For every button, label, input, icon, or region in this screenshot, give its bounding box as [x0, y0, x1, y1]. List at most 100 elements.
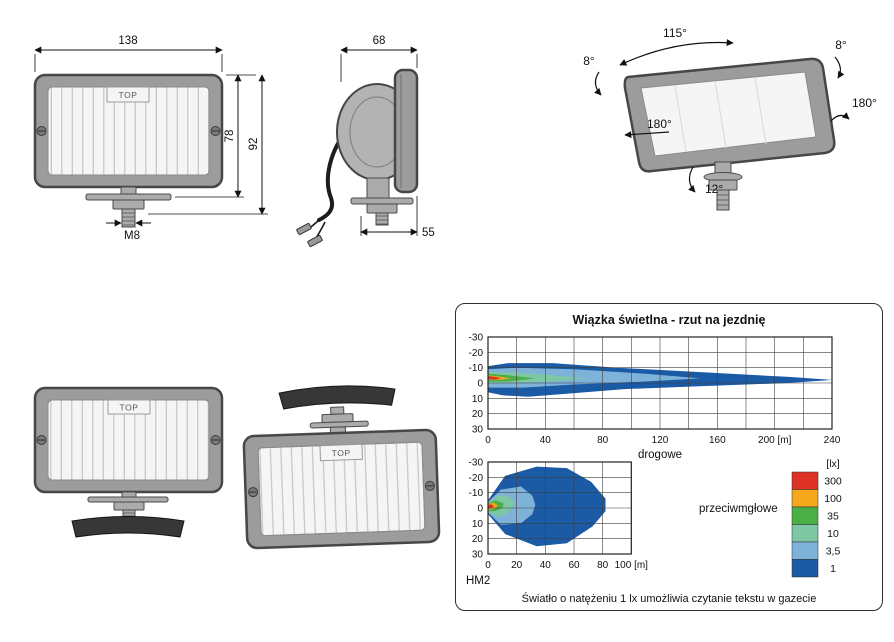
- spade-terminal-2: [307, 234, 323, 248]
- angle-swivel-label: 115°: [663, 26, 687, 40]
- dim-width: 138: [34, 35, 223, 72]
- legend-unit-label: [lx]: [826, 458, 840, 470]
- legend-swatch-100: [791, 489, 819, 508]
- mounting-bolt-3d: [703, 161, 743, 211]
- angle-rotation-right-label: 180°: [852, 96, 877, 110]
- ytick: -20: [469, 348, 484, 359]
- xtick: 20: [511, 560, 523, 571]
- top-tab: [107, 399, 151, 415]
- legend-swatch-35: [791, 506, 819, 525]
- ytick: -20: [469, 473, 484, 484]
- beam-charts: Wiązka świetlna - rzut na jezdnię -30 -2…: [466, 313, 842, 605]
- angle-tilt-down-label: 12°: [705, 182, 723, 196]
- ytick: 20: [472, 409, 484, 420]
- legend-value: 10: [827, 528, 839, 540]
- top-tab: [106, 86, 150, 103]
- tilt-left-arrow: [594, 71, 602, 96]
- ytick: 10: [472, 519, 484, 530]
- legend-value: 35: [827, 511, 839, 523]
- legend-swatch-3.5: [791, 541, 819, 560]
- ytick: -10: [469, 488, 484, 499]
- dim-thread: M8: [106, 219, 151, 242]
- beam-driving-300lx: [488, 376, 501, 380]
- angle-tilt-right-label: 8°: [835, 38, 847, 52]
- xtick: 60: [568, 560, 580, 571]
- driving-beam-chart: -30 -20 -10 0 10 20 30 0 40 80 120 160 2…: [469, 333, 841, 462]
- ytick: -30: [469, 333, 484, 344]
- fog-beam-chart: -30 -20 -10 0 10 20 30 0 20 40 60 80 100…: [469, 458, 778, 572]
- top-tab: [319, 443, 363, 462]
- ytick: 10: [472, 394, 484, 405]
- legend-value: 300: [824, 476, 842, 488]
- dim-height-total-label: 92: [248, 138, 260, 151]
- ytick: -10: [469, 363, 484, 374]
- legend-value: 3,5: [826, 546, 841, 558]
- side-view-drawing: 68 55: [296, 35, 435, 248]
- power-cable: [296, 128, 349, 248]
- legend-value: 100: [824, 493, 842, 505]
- ytick: 0: [477, 379, 483, 390]
- legend-swatch-300: [791, 471, 819, 490]
- mounting-base-plate: [71, 516, 185, 538]
- xtick: 100 [m]: [615, 560, 649, 571]
- lamp-upright: TOP: [33, 386, 224, 538]
- legend-value: 1: [830, 563, 836, 575]
- dim-height-78: 78: [175, 74, 256, 198]
- beam-pattern-panel: Wiązka świetlna - rzut na jezdnię -30 -2…: [455, 303, 883, 611]
- legend-swatch-10: [791, 524, 819, 543]
- angle-rotation-left-label: 180°: [647, 117, 672, 131]
- ytick: 0: [477, 504, 483, 515]
- xtick: 200 [m]: [758, 435, 792, 446]
- lamp-hanging: TOP: [242, 385, 441, 550]
- xtick: 0: [485, 560, 491, 571]
- swivel-arrow: [619, 39, 734, 66]
- spade-terminal-1: [296, 222, 312, 236]
- ytick: 30: [472, 425, 484, 436]
- tilt-right-arrow: [834, 56, 845, 79]
- dim-offset: 55: [360, 196, 435, 239]
- mounting-views-drawing: TOP TOP: [33, 385, 441, 550]
- xtick: 40: [540, 435, 552, 446]
- panel-caption: Światło o natężeniu 1 lx umożliwia czyta…: [522, 592, 817, 605]
- fog-beam-label: przeciwmgłowe: [699, 503, 778, 515]
- xtick: 0: [485, 435, 491, 446]
- dim-depth-label: 68: [373, 35, 386, 47]
- mounting-top-plate: [278, 385, 396, 410]
- beam-fog-1lx: [488, 466, 606, 547]
- xtick: 80: [597, 435, 609, 446]
- dim-height-92: 92: [148, 74, 268, 215]
- driving-beam-label: drogowe: [638, 449, 682, 461]
- dim-height-body-label: 78: [224, 130, 236, 143]
- intensity-legend: [lx] 300 100 35 10 3,5 1: [791, 458, 842, 578]
- lamp-rim-side: [393, 68, 419, 194]
- ytick: 20: [472, 534, 484, 545]
- xtick: 240: [824, 435, 841, 446]
- front-view-drawing: 138 TOP M8 78: [33, 35, 268, 242]
- legend-swatch-1: [791, 559, 819, 578]
- mounting-bolt-side: [350, 177, 414, 226]
- fog-plot-area: [487, 461, 632, 555]
- xtick: 80: [597, 560, 609, 571]
- ytick: -30: [469, 458, 484, 469]
- ytick: 30: [472, 550, 484, 561]
- xtick: 40: [540, 560, 552, 571]
- dim-offset-label: 55: [422, 227, 435, 239]
- rotation-right-arrow: [830, 112, 850, 122]
- xtick: 120: [652, 435, 669, 446]
- panel-title: Wiązka świetlna - rzut na jezdnię: [573, 313, 766, 327]
- beam-driving-3.5lx: [488, 367, 701, 388]
- model-label: HM2: [466, 575, 490, 587]
- beam-fog-300lx: [488, 504, 494, 509]
- dim-width-label: 138: [118, 35, 137, 47]
- top-marking: TOP: [118, 90, 137, 100]
- xtick: 160: [709, 435, 726, 446]
- tilt-down-arrow: [688, 166, 696, 193]
- dim-depth: 68: [340, 35, 418, 82]
- angle-tilt-left-label: 8°: [583, 54, 595, 68]
- top-marking: TOP: [119, 403, 138, 413]
- rotation-left-arrow: [624, 131, 670, 139]
- perspective-view-drawing: 115° 8° 8° 180° 180° 12°: [583, 26, 877, 211]
- mounting-bolt: [85, 186, 172, 228]
- driving-plot-area: [487, 336, 833, 430]
